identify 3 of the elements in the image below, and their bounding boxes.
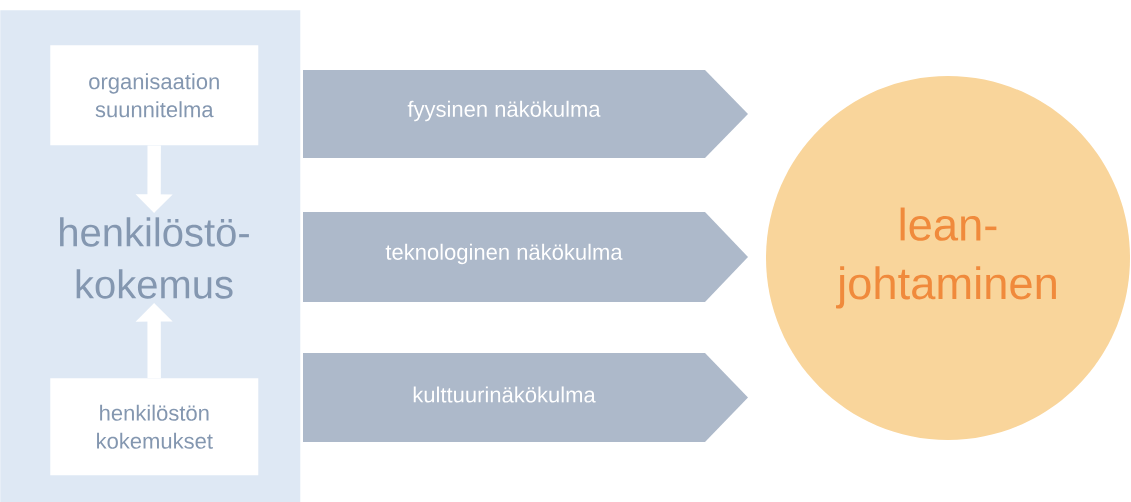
text-box: henkilöstön kokemukset: [50, 378, 259, 476]
heading-text: henkilöstö- kokemus: [60, 217, 249, 299]
text-box: organisaation suunnitelma: [50, 45, 259, 146]
